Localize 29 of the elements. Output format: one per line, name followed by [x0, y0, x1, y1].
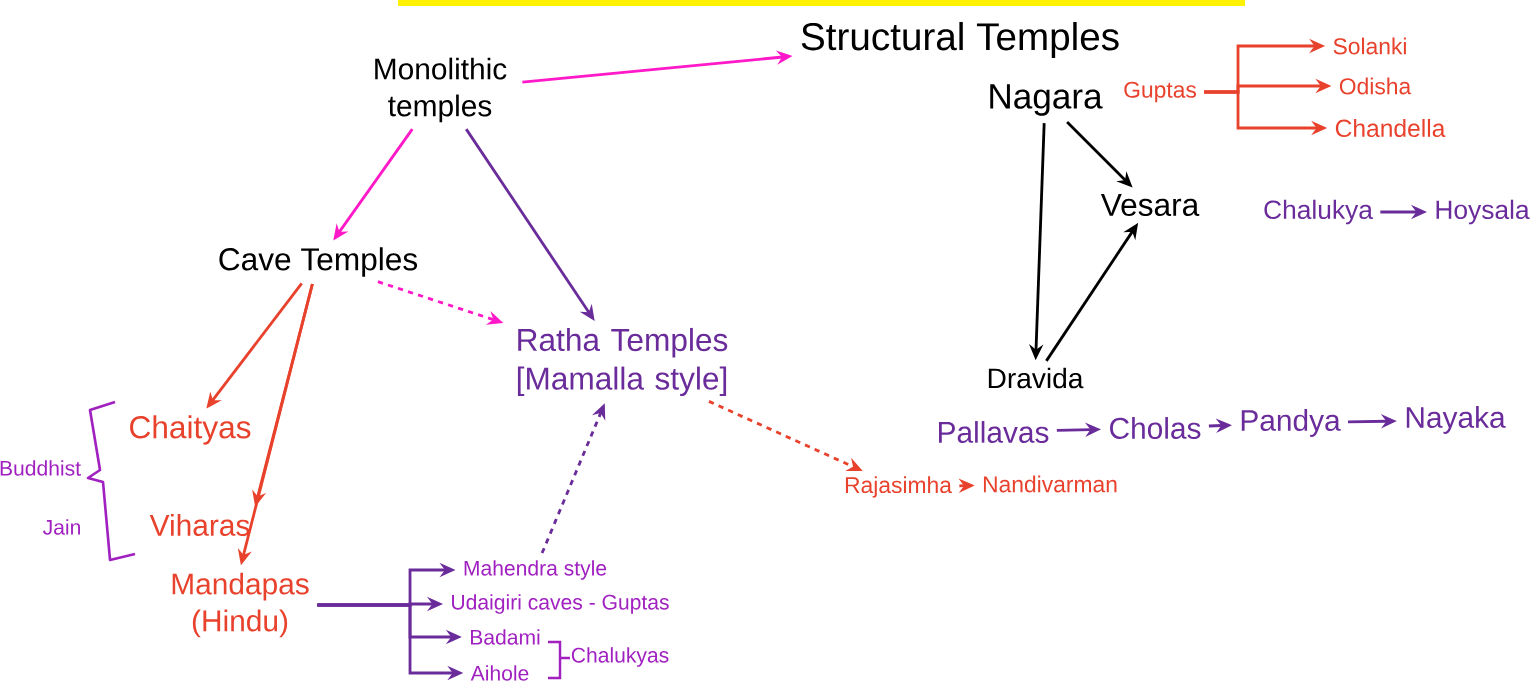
- node-text: Monolithic temples: [375, 57, 507, 123]
- node-text: Badami: [471, 629, 540, 645]
- node-text: Cholas: [1110, 417, 1201, 439]
- node-text: Odisha: [1339, 77, 1412, 95]
- label-text: Buddhist: [0, 460, 81, 476]
- node-text: Nandivarman: [983, 475, 1117, 493]
- node-text: Chaityas: [130, 415, 251, 445]
- node-text: Cave Temples: [219, 247, 418, 277]
- node-text: Nayaka: [1406, 406, 1506, 434]
- node-text: Chalukya: [1264, 199, 1373, 225]
- node-text: Vesara: [1100, 193, 1200, 217]
- node-text: Aihole: [470, 665, 529, 681]
- node-text: Dravida: [988, 367, 1084, 389]
- node-text: Viharas: [149, 514, 250, 536]
- node-text: Rajasimha: [845, 476, 952, 498]
- node-text: Hoysala: [1436, 199, 1530, 225]
- node-text: Chandella: [1335, 118, 1446, 138]
- node-text: Udaigiri caves - Guptas: [452, 594, 669, 614]
- heading-text: Structural Temples: [801, 21, 1119, 58]
- node-text: Nagara: [990, 84, 1103, 116]
- node-text: Mahendra style: [464, 560, 607, 580]
- node-text: Pandya: [1241, 409, 1341, 437]
- label-text: Jain: [43, 519, 80, 535]
- node-text: Pallavas: [939, 421, 1049, 443]
- node-text: Solanki: [1333, 37, 1406, 55]
- node-text: Guptas: [1124, 81, 1196, 103]
- label-text: Chalukyas: [571, 647, 669, 667]
- node-text: Mandapas (Hindu): [172, 572, 309, 638]
- node-text: Ratha Temples [Mamalla style]: [517, 327, 728, 397]
